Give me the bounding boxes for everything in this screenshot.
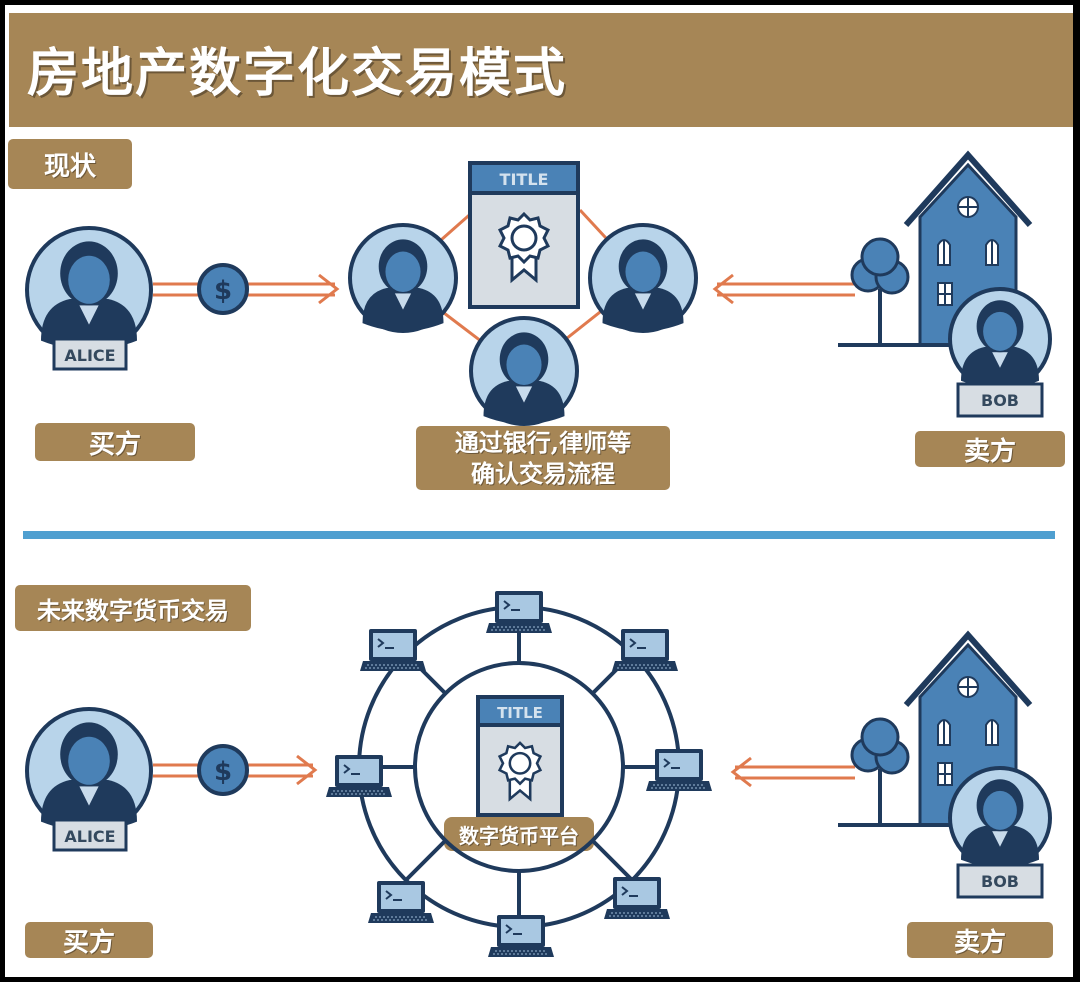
seller-role-label-future: 卖方: [907, 922, 1053, 958]
header-banner: 房地产数字化交易模式: [9, 13, 1073, 127]
seller-name-future: BOB: [981, 872, 1019, 891]
dollar-coin-icon: $: [197, 263, 249, 315]
infographic-frame: 房地产数字化交易模式 现状 买方 卖方 通过银行,律师等 确认交易流程 未来数字…: [5, 5, 1073, 977]
title-document-current: TITLE: [468, 161, 580, 309]
buyer-role-label-current: 买方: [35, 423, 195, 461]
dollar-coin-icon-future: $: [197, 744, 249, 796]
intermediary-left-avatar: [348, 223, 458, 333]
network-node-laptop-icon: [485, 590, 553, 634]
intermediary-bottom-avatar: [469, 316, 579, 426]
section-divider: [23, 531, 1055, 539]
page-title: 房地产数字化交易模式: [27, 43, 568, 104]
network-node-laptop-icon: [367, 880, 435, 924]
title-doc-label-future: TITLE: [497, 704, 543, 722]
buyer-name-current: ALICE: [64, 346, 115, 365]
network-node-laptop-icon: [487, 914, 555, 958]
buyer-name-tag-current: ALICE: [52, 337, 128, 371]
network-node-laptop-icon: [645, 748, 713, 792]
title-document-future: TITLE: [476, 695, 564, 817]
intermediary-right-avatar: [588, 223, 698, 333]
network-node-laptop-icon: [611, 628, 679, 672]
seller-name-tag-current: BOB: [956, 382, 1044, 418]
dollar-symbol: $: [214, 276, 232, 306]
seller-arrow-current: [712, 273, 855, 305]
dollar-symbol-future: $: [214, 757, 232, 787]
network-node-laptop-icon: [359, 628, 427, 672]
buyer-avatar-current: [25, 226, 153, 354]
platform-label: 数字货币平台: [444, 817, 594, 851]
seller-avatar-current: [948, 287, 1052, 391]
section-label-current: 现状: [8, 139, 132, 189]
buyer-role-label-future: 买方: [25, 922, 153, 958]
buyer-name-future: ALICE: [64, 827, 115, 846]
intermediary-line-2: 确认交易流程: [471, 459, 615, 488]
section-label-future: 未来数字货币交易: [15, 585, 251, 631]
intermediary-label: 通过银行,律师等 确认交易流程: [416, 426, 670, 490]
intermediary-line-1: 通过银行,律师等: [454, 428, 632, 457]
buyer-avatar-future: [25, 707, 153, 835]
buyer-name-tag-future: ALICE: [52, 818, 128, 852]
network-node-laptop-icon: [325, 754, 393, 798]
seller-name-current: BOB: [981, 391, 1019, 410]
network-node-laptop-icon: [603, 876, 671, 920]
title-doc-label-current: TITLE: [500, 170, 549, 189]
seller-arrow-future: [730, 756, 855, 788]
seller-role-label-current: 卖方: [915, 431, 1065, 467]
seller-avatar-future: [948, 766, 1052, 870]
diagram-graphics: ALICE $ TITLE: [23, 5, 1055, 958]
seller-name-tag-future: BOB: [956, 863, 1044, 899]
